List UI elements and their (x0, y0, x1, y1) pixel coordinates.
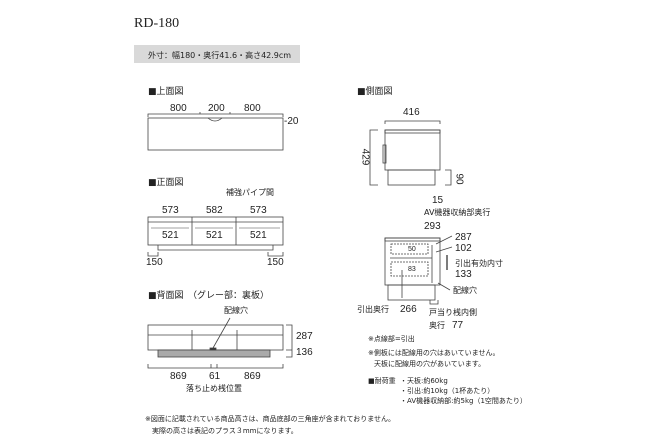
stop-label: 戸当り桟内側 (429, 308, 477, 317)
detail-83: 83 (408, 266, 416, 273)
front-view-heading: ■正面図 (148, 178, 184, 188)
side-depth: 416 (403, 107, 420, 118)
back-width-right: 869 (244, 371, 261, 382)
back-view-heading: ■背面図 （グレー部：裏板） (148, 291, 270, 301)
load-av: ・AV機器収納部:約5kg（1空間あたり） (400, 397, 527, 405)
side-view-heading: ■側面図 (357, 87, 393, 97)
back-view-drawing (147, 317, 293, 369)
load-heading: ■耐荷重 (368, 377, 396, 385)
front-upper-2: 582 (206, 205, 223, 216)
dimensions-text: 外寸：幅180・奥行41.6・高さ42.9cm (148, 51, 292, 60)
note-side-2: 天板に配線用の穴があいています。 (374, 360, 486, 368)
back-width-center: 61 (209, 371, 221, 382)
front-inner-1: 521 (162, 230, 179, 241)
side-height: 429 (359, 148, 371, 166)
top-view-drawing (147, 112, 284, 151)
footer-note-1: ※図面に記載されている商品高さは、商品底部の三角座が含まれておりません。 (145, 415, 396, 423)
stop-depth: 77 (452, 320, 464, 331)
top-dim-right: 800 (244, 103, 261, 114)
model-title: RD-180 (134, 16, 180, 31)
stopper-label: 落ち止め桟位置 (186, 384, 242, 393)
drawer-detail-drawing (384, 235, 453, 305)
side-offset: 15 (432, 195, 444, 206)
side-view-drawing (369, 120, 452, 186)
back-height-lower: 136 (296, 347, 313, 358)
side-base: 90 (453, 173, 465, 185)
load-top: ・天板:約60kg (400, 377, 448, 385)
back-height-upper: 287 (296, 331, 313, 342)
front-leg-left: 150 (146, 257, 163, 268)
footer-note-2: 実際の高さは表記のプラス３mmになります。 (152, 427, 298, 435)
detail-hole-label: 配線穴 (453, 286, 477, 295)
av-depth-label: AV機器収納部奥行 (424, 208, 491, 217)
top-depth-note: -20 (284, 116, 299, 127)
pipe-label: 補強パイプ間 (226, 188, 274, 197)
front-leg-right: 150 (267, 257, 284, 268)
drawer-inner-label: 引出有効内寸 (455, 259, 503, 268)
back-width-left: 869 (170, 371, 187, 382)
load-drawer: ・引出:約10kg（1杯あたり） (400, 387, 495, 395)
detail-50: 50 (408, 246, 416, 253)
dimensions-band: 外寸：幅180・奥行41.6・高さ42.9cm (134, 45, 300, 63)
detail-287: 287 (455, 232, 472, 243)
drawer-depth-label: 引出奥行 (357, 305, 389, 314)
top-view-heading: ■上面図 (148, 87, 184, 97)
av-depth: 293 (424, 221, 441, 232)
front-inner-2: 521 (206, 230, 223, 241)
stop-depth-label: 奥行 (429, 321, 445, 330)
top-dim-left: 800 (170, 103, 187, 114)
front-upper-3: 573 (250, 205, 267, 216)
detail-102: 102 (455, 243, 472, 254)
note-side-1: ※側板には配線用の穴はあいていません。 (368, 349, 500, 357)
top-dim-center: 200 (208, 103, 225, 114)
note-dotted: ※点線部=引出 (368, 335, 415, 343)
drawer-depth: 266 (400, 304, 417, 315)
back-hole-label: 配線穴 (224, 306, 248, 315)
drawer-inner: 133 (455, 269, 472, 280)
front-upper-1: 573 (162, 205, 179, 216)
front-view-drawing (147, 216, 284, 257)
front-inner-3: 521 (250, 230, 267, 241)
